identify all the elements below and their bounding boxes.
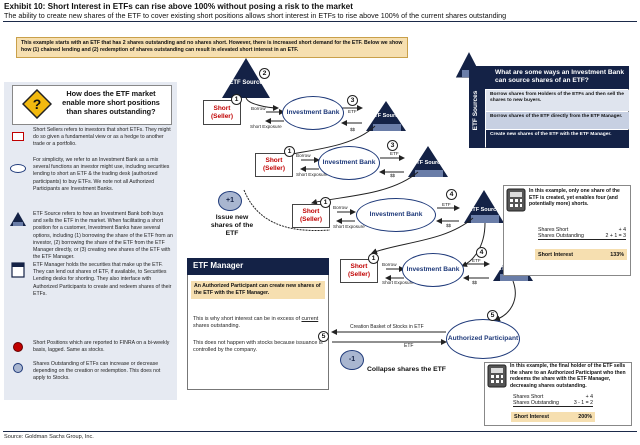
etf-manager-box <box>187 258 329 390</box>
dollars-4: $$ <box>472 280 478 285</box>
step-2-top: 2 <box>259 68 270 79</box>
etf-to-manager-label: ETF <box>404 343 414 349</box>
collapse-label: Collapse shares the ETF <box>367 366 446 373</box>
way-row-2: Borrow shares of the ETF directly from t… <box>486 112 629 129</box>
legend-etf-source: ETF Source refers to how an Investment B… <box>33 211 173 261</box>
etf-label-3: ETF <box>442 202 451 207</box>
example-1-table: Shares Short + 4 Shares Outstanding 2 + … <box>538 227 626 240</box>
etf-manager-highlight: An Authorized Participant can create new… <box>191 281 325 299</box>
etf-manager-excess: This is why short interest can be in exc… <box>193 316 319 330</box>
etf-source-top-triangle <box>222 58 270 98</box>
legend-question: How does the ETF market enable more shor… <box>62 89 160 117</box>
example-2-text: In this example, the final holder of the… <box>510 363 626 389</box>
investment-bank-1: Investment Bank <box>282 96 344 130</box>
short-seller-legend-icon <box>12 132 24 141</box>
etf-source-3-triangle <box>464 190 504 223</box>
question-icon: ? <box>22 89 52 119</box>
step-4-row3: 4 <box>446 189 457 200</box>
exhibit-subtitle: The ability to create new shares of the … <box>4 11 507 20</box>
intro-box: This example starts with an ETF that has… <box>16 37 408 58</box>
etf-label-4: ETF <box>472 258 481 263</box>
footer-rule <box>3 431 637 432</box>
calculator-icon-2 <box>487 364 507 388</box>
legend-shares-outstanding: Shares Outstanding of ETFs can increase … <box>33 361 161 382</box>
shares-outstanding-legend-icon <box>13 363 23 373</box>
borrow-3: Borrow <box>333 205 348 210</box>
example-1-short-interest: Short Interest 133% <box>535 249 627 260</box>
way-row-1: Borrow shares from Holders of the ETFs a… <box>486 90 629 111</box>
source-note: Source: Goldman Sachs Group, Inc. <box>4 434 94 440</box>
step-1-row1: 1 <box>231 94 242 105</box>
authorized-participant: Authorized Participant <box>446 319 520 359</box>
short-position-legend-icon <box>13 342 23 352</box>
legend-etf-manager: ETF Manager holds the securities that ma… <box>33 262 172 297</box>
dollars-2: $$ <box>390 173 396 178</box>
example-1-row-short: Shares Short + 4 <box>538 227 626 233</box>
example-1-row-outstanding: Shares Outstanding 2 + 1 = 3 <box>538 233 626 240</box>
exhibit-title: Exhibit 10: Short Interest in ETFs can r… <box>4 2 353 11</box>
etf-manager-stocks: This does not happen with stocks because… <box>193 340 323 354</box>
step-1-row3: 1 <box>320 197 331 208</box>
step-1-row2: 1 <box>284 146 295 157</box>
step-5-manager: 5 <box>318 331 329 342</box>
issue-new-label: Issue new shares of the ETF <box>210 214 254 238</box>
borrow-2: Borrow <box>296 153 311 158</box>
step-3-row2: 3 <box>387 140 398 151</box>
step-3-row1: 3 <box>347 95 358 106</box>
short-exposure-2: Short Exposure <box>296 172 328 177</box>
etf-source-3-label: ETF Source <box>468 207 500 213</box>
legend-short-positions: Short Positions which are reported to FI… <box>33 340 170 354</box>
legend-investment-bank: For simplicity, we refer to an Investmen… <box>33 157 170 192</box>
etf-source-1-triangle <box>366 101 406 131</box>
step-1-row4: 1 <box>368 253 379 264</box>
borrow-4: Borrow <box>382 262 397 267</box>
short-seller-3: Short (Seller) <box>292 204 330 228</box>
investment-bank-3: Investment Bank <box>356 198 436 232</box>
step-5-ap: 5 <box>487 310 498 321</box>
legend-panel <box>4 82 177 400</box>
etf-sources-sidebar <box>469 89 485 148</box>
etf-manager-title: ETF Manager <box>187 258 329 275</box>
short-exposure-4: Short Exposure <box>382 280 414 285</box>
short-exposure-3: Short Exposure <box>333 224 365 229</box>
investment-bank-2: Investment Bank <box>318 146 380 180</box>
etf-source-2-triangle <box>408 146 448 177</box>
example-1-text: In this example, only one share of the E… <box>529 188 620 208</box>
calculator-icon-1 <box>506 188 526 212</box>
etf-source-legend-icon <box>10 212 26 226</box>
etf-source-2-label: ETF Source <box>412 160 444 166</box>
etf-sources-side-label: ETF Sources <box>472 90 479 131</box>
dollars-3: $$ <box>446 223 452 228</box>
short-seller-2: Short (Seller) <box>255 153 293 177</box>
investment-bank-4: Investment Bank <box>402 253 464 287</box>
etf-label-1: ETF <box>348 109 357 114</box>
etf-manager-legend-icon <box>11 262 25 278</box>
creation-basket-label: Creation Basket of Stocks in ETF <box>350 324 424 330</box>
minus-one-badge: -1 <box>340 350 364 370</box>
dollars-1: $$ <box>350 127 356 132</box>
example-2-row-short: Shares Short + 4 <box>513 394 593 400</box>
example-2-row-outstanding: Shares Outstanding 3 - 1 = 2 <box>513 400 593 407</box>
example-2-short-interest: Short Interest 200% <box>511 412 595 422</box>
plus-one-badge: +1 <box>218 191 242 211</box>
etf-source-top-label: ETF Source <box>229 80 263 86</box>
step-4-row4: 4 <box>476 247 487 258</box>
etf-label-2: ETF <box>390 151 399 156</box>
etf-sources-title: What are some ways an Investment Bank ca… <box>469 66 629 89</box>
short-exposure-1: Short Exposure <box>250 124 282 129</box>
legend-short-sellers: Short Sellers refers to investors that s… <box>33 127 171 148</box>
borrow-1: Borrow <box>251 106 266 111</box>
example-2-table: Shares Short + 4 Shares Outstanding 3 - … <box>513 394 593 407</box>
way-row-3: Create new shares of the ETF with the ET… <box>486 130 629 148</box>
header-rule <box>3 21 637 22</box>
investment-bank-legend-icon <box>10 164 26 173</box>
svg-text:?: ? <box>33 96 42 112</box>
etf-source-1-label: ETF Source <box>370 113 402 119</box>
